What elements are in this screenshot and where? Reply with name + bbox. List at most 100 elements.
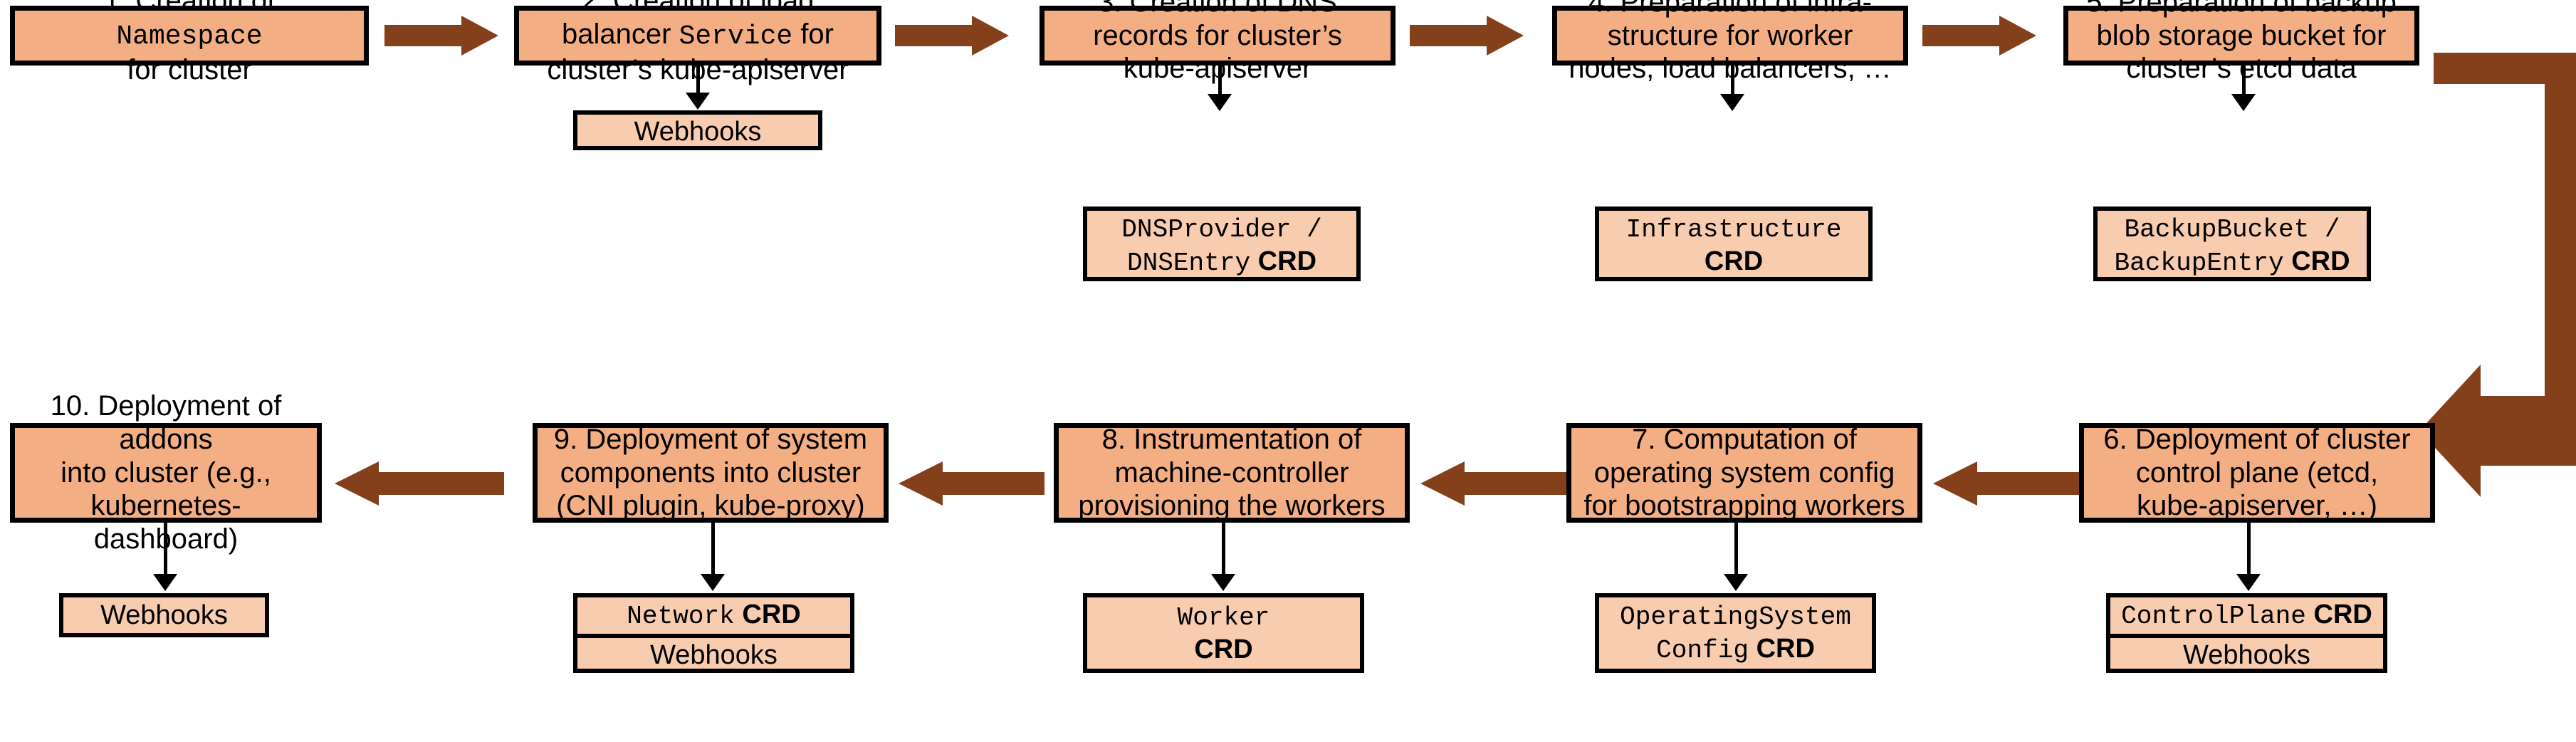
step-2-line-2b: Service [679,21,793,53]
step-8-line-1: 8. Instrumentation of [1101,423,1362,455]
artifact-infrastructure-crd-row: Infrastructure CRD [1599,211,1868,278]
artifact-webhooks-2[interactable]: Webhooks [573,110,822,150]
step-3-line-2: records for cluster’s [1093,19,1342,51]
step-box-3[interactable]: 3. Creation of DNS records for cluster’s… [1040,0,1396,84]
step-4-text: 4. Preparation of infra- structure for w… [1563,0,1897,85]
step-7-line-2: operating system config [1593,456,1895,488]
step-box-5[interactable]: 5. Preparation of backup blob storage bu… [2063,0,2419,84]
artifact-network-crd[interactable]: Network CRD Webhooks [573,593,854,673]
artifact-infrastructure-crd-line-1: Infrastructure [1625,215,1842,244]
artifact-network-crd-row-2: Webhooks [577,633,850,673]
artifact-infrastructure-crd[interactable]: Infrastructure CRD [1595,207,1873,281]
step-2-line-2c: for [792,19,834,51]
artifact-worker-crd-label: Worker CRD [1178,600,1270,665]
artifact-network-crd-label: Network CRD [627,599,800,632]
connector-step-5-to-crd [2242,66,2246,100]
connector-step-8-arrowhead [1211,574,1235,591]
step-6-line-3: kube-apiserver, …) [2137,490,2377,522]
artifact-backup-crd[interactable]: BackupBucket / BackupEntry CRD [2093,207,2371,281]
connector-step-3-arrowhead [1208,94,1232,111]
artifact-osc-crd[interactable]: OperatingSystem Config CRD [1595,593,1876,673]
step-1-line-1: 1. Creation of [103,0,276,17]
step-5-text: 5. Preparation of backup blob storage bu… [2074,0,2409,85]
step-box-9[interactable]: 9. Deployment of system components into … [533,423,889,523]
artifact-controlplane-crd-suffix: CRD [2313,600,2372,629]
step-box-4[interactable]: 4. Preparation of infra- structure for w… [1552,0,1908,84]
connector-step-2-arrowhead [686,93,710,110]
step-box-6[interactable]: 6. Deployment of cluster control plane (… [2079,423,2435,523]
arrow-9-to-10 [335,461,504,506]
connector-step-9-to-crd [711,523,715,578]
artifact-network-webhooks-label: Webhooks [650,639,777,670]
step-7-line-1: 7. Computation of [1632,423,1857,455]
step-4-line-1: 4. Preparation of infra- [1588,0,1872,18]
connector-step-6-to-crd [2247,523,2251,578]
step-box-1[interactable]: 1. Creation of Namespace for cluster [10,0,369,85]
step-box-2[interactable]: 2. Creation of load balancer Service for… [514,0,881,85]
artifact-controlplane-crd-row-1: ControlPlane CRD [2110,597,2383,634]
artifact-network-crd-name: Network [627,602,735,631]
step-9-line-3: (CNI plugin, kube-proxy) [556,490,865,522]
step-7-line-3: for bootstrapping workers [1583,490,1905,522]
connector-step-8-to-crd [1222,523,1225,578]
artifact-dns-crd-label: DNSProvider / DNSEntry CRD [1121,212,1321,278]
step-2-line-1: 2. Creation of load [581,0,815,17]
artifact-controlplane-crd-label: ControlPlane CRD [2121,599,2372,632]
artifact-controlplane-crd-name: ControlPlane [2121,602,2306,631]
step-9-line-1: 9. Deployment of system [553,423,868,455]
step-5-line-2: blob storage bucket for [2096,19,2387,51]
artifact-backup-crd-row: BackupBucket / BackupEntry CRD [2098,211,2367,280]
step-10-line-2: into cluster (e.g., [61,456,271,488]
step-9-line-2: components into cluster [560,456,862,488]
step-box-7[interactable]: 7. Computation of operating system confi… [1566,423,1922,523]
step-6-text: 6. Deployment of cluster control plane (… [2090,423,2424,523]
connector-step-6-arrowhead [2236,574,2261,591]
artifact-controlplane-crd-row-2: Webhooks [2110,633,2383,673]
artifact-osc-crd-line-2: Config [1656,636,1749,665]
step-3-line-3: kube-apiserver [1123,53,1312,85]
artifact-webhooks-2-label: Webhooks [634,117,762,147]
artifact-backup-crd-label: BackupBucket / BackupEntry CRD [2114,212,2350,278]
step-box-10[interactable]: 10. Deployment of addons into cluster (e… [10,390,322,555]
step-6-line-1: 6. Deployment of cluster [2103,423,2411,455]
connector-step-9-arrowhead [701,574,725,591]
artifact-webhooks-10-row: Webhooks [63,597,265,633]
step-7-text: 7. Computation of operating system confi… [1577,423,1912,523]
arrow-8-to-9 [899,461,1044,506]
artifact-worker-crd-row: Worker CRD [1087,597,1360,669]
connector-step-4-arrowhead [1720,94,1744,111]
step-10-line-1: 10. Deployment of addons [50,390,282,455]
artifact-osc-crd-row: OperatingSystem Config CRD [1599,597,1872,669]
step-box-8[interactable]: 8. Instrumentation of machine-controller… [1054,423,1410,523]
step-4-line-3: nodes, load balancers, … [1569,53,1892,85]
artifact-worker-crd[interactable]: Worker CRD [1083,593,1364,673]
artifact-infrastructure-crd-line-2: CRD [1704,246,1764,276]
step-5-line-3: cluster’s etcd data [2126,53,2357,85]
arrow-7-to-8 [1420,461,1566,506]
artifact-dns-crd-row: DNSProvider / DNSEntry CRD [1087,211,1356,280]
artifact-webhooks-2-row: Webhooks [577,115,818,150]
artifact-controlplane-crd[interactable]: ControlPlane CRD Webhooks [2106,593,2387,673]
artifact-worker-crd-line-1: Worker [1177,603,1270,633]
artifact-dns-crd-line-1: DNSProvider / [1121,215,1322,244]
arrow-1-to-2 [384,16,498,56]
artifact-dns-crd[interactable]: DNSProvider / DNSEntry CRD [1083,207,1361,281]
artifact-webhooks-10[interactable]: Webhooks [59,593,269,637]
connector-step-4-to-crd [1731,66,1734,100]
artifact-dns-crd-suffix: CRD [1257,246,1317,276]
connector-step-5-arrowhead [2231,94,2256,111]
artifact-infrastructure-crd-label: Infrastructure CRD [1625,212,1841,277]
step-3-text: 3. Creation of DNS records for cluster’s… [1050,0,1385,85]
artifact-osc-crd-suffix: CRD [1756,634,1815,664]
artifact-osc-crd-line-1: OperatingSystem [1620,602,1851,632]
step-6-line-2: control plane (etcd, [2135,456,2379,488]
step-5-line-1: 5. Preparation of backup [2086,0,2397,18]
step-8-line-2: machine-controller [1114,456,1349,488]
step-8-line-3: provisioning the workers [1078,490,1386,522]
artifact-backup-crd-suffix: CRD [2291,246,2350,276]
step-2-line-2a: balancer [562,19,679,51]
step-8-text: 8. Instrumentation of machine-controller… [1064,423,1399,523]
step-1-line-3: for cluster [127,53,252,85]
connector-step-7-to-crd [1734,523,1738,578]
